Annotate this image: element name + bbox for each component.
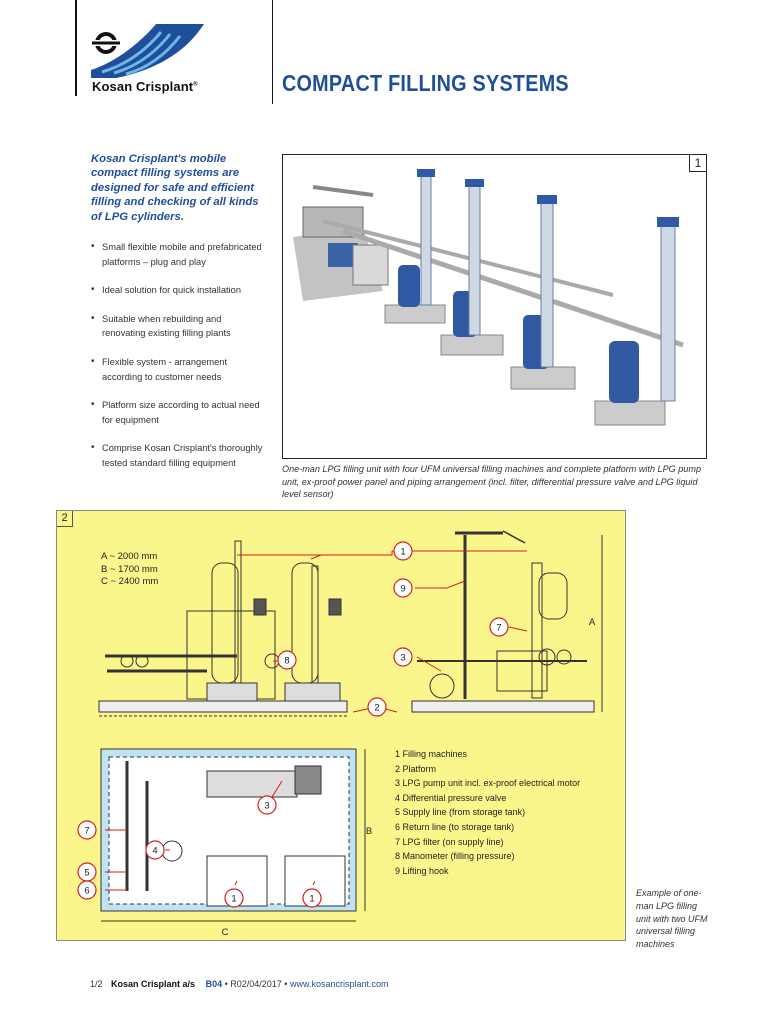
filling-unit-illustration	[293, 169, 684, 426]
dimension-a: A ~ 2000 mm	[101, 551, 158, 562]
document-code: B04	[205, 979, 223, 989]
technical-drawing: 1 9 7 3 8 2 3 7 4 5 6 1 1 A B C	[77, 530, 603, 938]
figure-1-number: 1	[689, 154, 707, 172]
callout-circle-7-top	[489, 617, 509, 637]
figure-1-caption: One-man LPG filling unit with four UFM u…	[282, 464, 701, 500]
footer-brand: Kosan Crisplant a/s	[111, 979, 196, 989]
callout-circle-9	[393, 578, 413, 598]
callout-label-3: 3	[400, 653, 405, 664]
header-rule	[272, 0, 273, 104]
revision-info: • R02/04/2017 •	[222, 979, 290, 989]
figure-2-diagram: 2 A ~ 2000 mm B ~ 1700 mm C ~ 2400 mm	[56, 510, 626, 941]
intro-text: Kosan Crisplant's mobile compact filling…	[91, 153, 259, 223]
callout-circle-2	[367, 697, 387, 717]
feature-item: Ideal solution for quick installation	[90, 283, 265, 298]
dimension-c: C ~ 2400 mm	[101, 576, 159, 587]
callout-label-1: 1	[309, 894, 314, 905]
legend-item: 3 LPG pump unit incl. ex-proof electrica…	[395, 778, 581, 789]
feature-item: Comprise Kosan Crisplant's thoroughly te…	[90, 441, 265, 470]
legend-item: 4 Differential pressure valve	[395, 792, 507, 803]
dimension-axis-a: A	[589, 617, 596, 628]
diagram-legend: 1 Filling machines 2 Platform 3 LPG pump…	[395, 747, 580, 878]
callout-label-9: 9	[400, 584, 405, 595]
callout-label-4: 4	[152, 846, 157, 857]
figure-1-photo: 1	[282, 154, 707, 459]
callout-label-6: 6	[84, 886, 89, 897]
side-elevation	[411, 530, 603, 713]
website-link[interactable]: www.kosancrisplant.com	[289, 979, 389, 989]
figure-2-number: 2	[57, 511, 73, 527]
callout-circle-3-top	[393, 647, 413, 667]
legend-item: 7 LPG filter (on supply line)	[395, 836, 504, 847]
callout-circles	[77, 541, 509, 908]
callout-circle-3-plan	[257, 795, 277, 815]
feature-item: Platform size according to actual need f…	[90, 398, 265, 427]
page-title: COMPACT FILLING SYSTEMS	[282, 70, 569, 96]
legend-item: 8 Manometer (filling pressure)	[395, 851, 515, 862]
callout-circle-1-plan-a	[224, 888, 244, 908]
dimension-axis-c: C	[222, 927, 229, 938]
callout-label-1: 1	[231, 894, 236, 905]
feature-item: Small flexible mobile and prefabricated …	[90, 240, 265, 269]
callout-label-2: 2	[374, 703, 379, 714]
figure-2-caption: Example of one-man LPG filling unit with…	[636, 888, 708, 950]
dimension-list: A ~ 2000 mm B ~ 1700 mm C ~ 2400 mm	[101, 551, 158, 589]
brand-wordmark: Kosan Crisplant®	[92, 79, 198, 94]
legend-item: 2 Platform	[395, 763, 437, 774]
callout-circle-7-plan	[77, 820, 97, 840]
callout-circle-1-plan-b	[302, 888, 322, 908]
page-footer: 1/2 Kosan Crisplant a/s B04 • R02/04/201…	[90, 979, 389, 989]
callout-circle-1-top	[393, 541, 413, 561]
callout-circle-4	[145, 840, 165, 860]
callout-circle-6	[77, 880, 97, 900]
kosan-crisplant-logo	[91, 24, 204, 78]
feature-item: Flexible system - arrangement according …	[90, 355, 265, 384]
callout-label-8: 8	[284, 656, 289, 667]
callout-label-1: 1	[400, 547, 405, 558]
legend-item: 9 Lifting hook	[395, 865, 449, 876]
legend-item: 5 Supply line (from storage tank)	[395, 807, 526, 818]
callout-label-5: 5	[84, 868, 89, 879]
legend-item: 6 Return line (to storage tank)	[395, 821, 515, 832]
legend-item: 1 Filling machines	[395, 749, 468, 759]
callout-circle-8	[277, 650, 297, 670]
callout-label-7: 7	[496, 623, 501, 634]
front-elevation	[98, 540, 348, 717]
page-number: 1/2	[90, 979, 103, 989]
callout-label-3: 3	[264, 801, 269, 812]
feature-list: Small flexible mobile and prefabricated …	[90, 240, 265, 485]
left-rule	[75, 0, 77, 96]
dimension-b: B ~ 1700 mm	[101, 563, 158, 575]
dimension-axis-b: B	[366, 826, 372, 837]
feature-item: Suitable when rebuilding and renovating …	[90, 312, 265, 341]
callout-label-7: 7	[84, 826, 89, 837]
